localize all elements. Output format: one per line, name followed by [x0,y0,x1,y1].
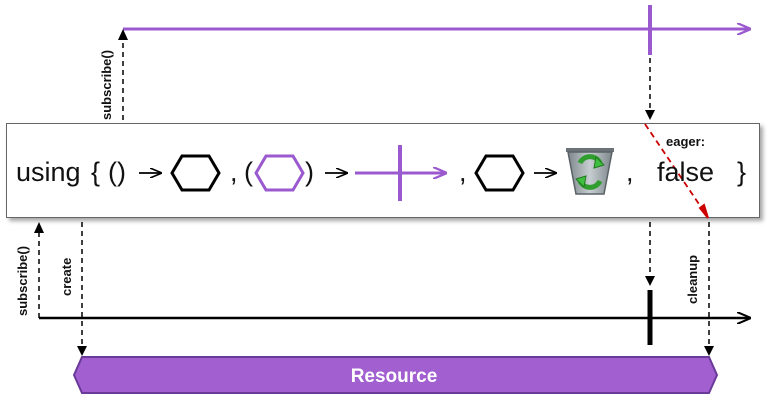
hexagon-icon [170,154,221,192]
eager-value: false [657,157,714,187]
open-brace: { [91,157,100,187]
completion-to-source-arrow [645,222,655,286]
eager-label: eager: [666,134,705,149]
create-arrow [77,222,87,356]
subscribe-top-arrow [118,29,128,120]
close-paren: ) [305,157,314,187]
comma-1: , [230,157,238,187]
source-timeline [39,290,750,345]
cleanup-label: cleanup [685,255,700,304]
subscribe-bottom-arrow [34,222,44,318]
empty-parens: () [108,157,126,187]
create-label: create [59,258,74,296]
output-timeline [123,5,750,55]
operator-signature: using { () , ( ) , , eager: fals [16,134,746,201]
hexagon-icon [254,154,305,192]
open-paren: ( [244,157,253,187]
comma-2: , [459,157,467,187]
hexagon-icon [474,154,525,192]
operator-box [6,123,760,218]
subscribe-bottom-label: subscribe() [15,246,30,316]
resource-bar: Resource [72,356,719,394]
eager-false-arrow [644,123,709,219]
subscribe-top-label: subscribe() [99,50,114,120]
comma-3: , [626,157,634,187]
cleanup-arrow [704,222,714,356]
close-brace: } [737,157,746,187]
completion-down-arrow [645,58,655,120]
resource-label: Resource [351,366,438,387]
using-keyword: using [16,157,81,187]
recycle-bin-icon [566,148,614,195]
